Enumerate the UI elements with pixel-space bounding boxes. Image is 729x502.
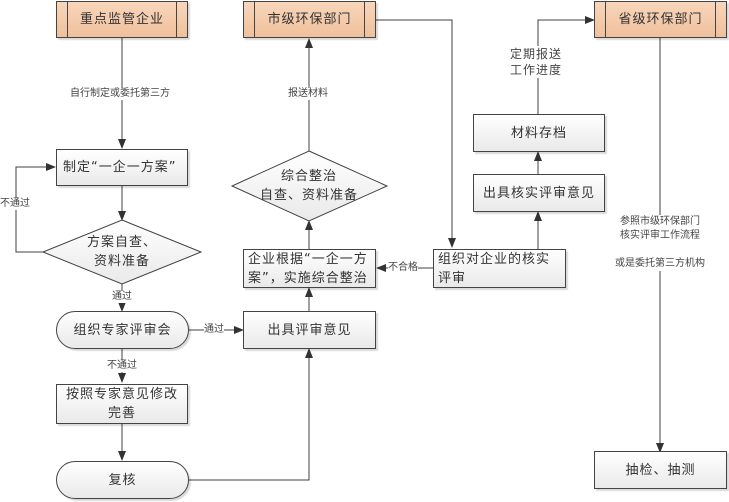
decision-self-check-label: 方案自查、 资料准备 (62, 233, 182, 271)
self-check-line1: 方案自查、 (86, 235, 157, 250)
node-issue-review-opinion-label: 出具评审意见 (267, 322, 352, 338)
ref-line2: 核实评审工作流程 (620, 230, 700, 241)
node-expert-review-label: 组织专家评审会 (73, 322, 172, 338)
label-pass-right: 通过 (204, 324, 224, 336)
label-submit-materials: 报送材料 (288, 88, 328, 100)
self-check-line2: 资料准备 (93, 254, 150, 269)
decision-rectify (230, 150, 389, 222)
header-city-epb: 市级环保部门 (243, 1, 376, 38)
node-issue-review-opinion: 出具评审意见 (243, 311, 376, 349)
node-archive-label: 材料存档 (510, 125, 567, 141)
node-verify-review-label: 组织对企业的核实评审 (438, 251, 551, 286)
node-verify-opinion: 出具核实评审意见 (473, 174, 605, 212)
node-make-plan: 制定“一企一方案” (56, 149, 188, 186)
node-spot-check: 抽检、抽测 (594, 451, 727, 489)
decision-rectify-label: 综合整治 自查、资料准备 (249, 167, 369, 205)
node-revise-label: 按照专家意见修改完善 (65, 387, 178, 421)
node-make-plan-label: 制定“一企一方案” (63, 160, 177, 175)
label-report-progress: 定期报送 工作进度 (510, 46, 563, 78)
ref-line3: 或是委托第三方机构 (615, 258, 705, 269)
header-province-epb-label: 省级环保部门 (618, 12, 703, 27)
report-line1: 定期报送 (510, 47, 563, 61)
header-enterprise: 重点监管企业 (56, 1, 188, 38)
node-implement: 企业根据“一企一方案”，实施综合整治 (243, 249, 376, 288)
node-recheck: 复核 (56, 461, 189, 499)
label-unqualified: 不合格 (388, 262, 418, 274)
ref-line1: 参照市级环保部门 (620, 216, 700, 227)
node-expert-review: 组织专家评审会 (56, 311, 189, 349)
label-fail-loop: 不通过 (0, 198, 30, 210)
node-implement-label: 企业根据“一企一方案”，实施综合整治 (248, 251, 368, 286)
node-recheck-label: 复核 (108, 472, 137, 488)
edge-city-to-verify (376, 19, 456, 248)
decision-self-check (41, 219, 203, 285)
node-archive: 材料存档 (473, 114, 605, 152)
rectify-line1: 综合整治 (280, 169, 337, 184)
header-province-epb: 省级环保部门 (594, 1, 727, 38)
node-revise: 按照专家意见修改完善 (56, 384, 188, 424)
report-line2: 工作进度 (510, 63, 563, 77)
label-pass-down: 通过 (112, 291, 132, 303)
label-reference-process: 参照市级环保部门 核实评审工作流程 或是委托第三方机构 (615, 215, 705, 271)
node-verify-review: 组织对企业的核实评审 (433, 249, 566, 288)
node-spot-check-label: 抽检、抽测 (625, 462, 696, 478)
edge-archive-to-province (537, 16, 595, 114)
label-self-or-third-party: 自行制定或委托第三方 (70, 88, 170, 100)
rectify-line2: 自查、资料准备 (259, 188, 358, 203)
node-verify-opinion-label: 出具核实评审意见 (482, 185, 595, 201)
label-fail-down: 不通过 (107, 360, 137, 372)
edge-recheck-to-opinion (189, 348, 313, 481)
header-city-epb-label: 市级环保部门 (267, 12, 352, 27)
header-enterprise-label: 重点监管企业 (79, 12, 164, 27)
